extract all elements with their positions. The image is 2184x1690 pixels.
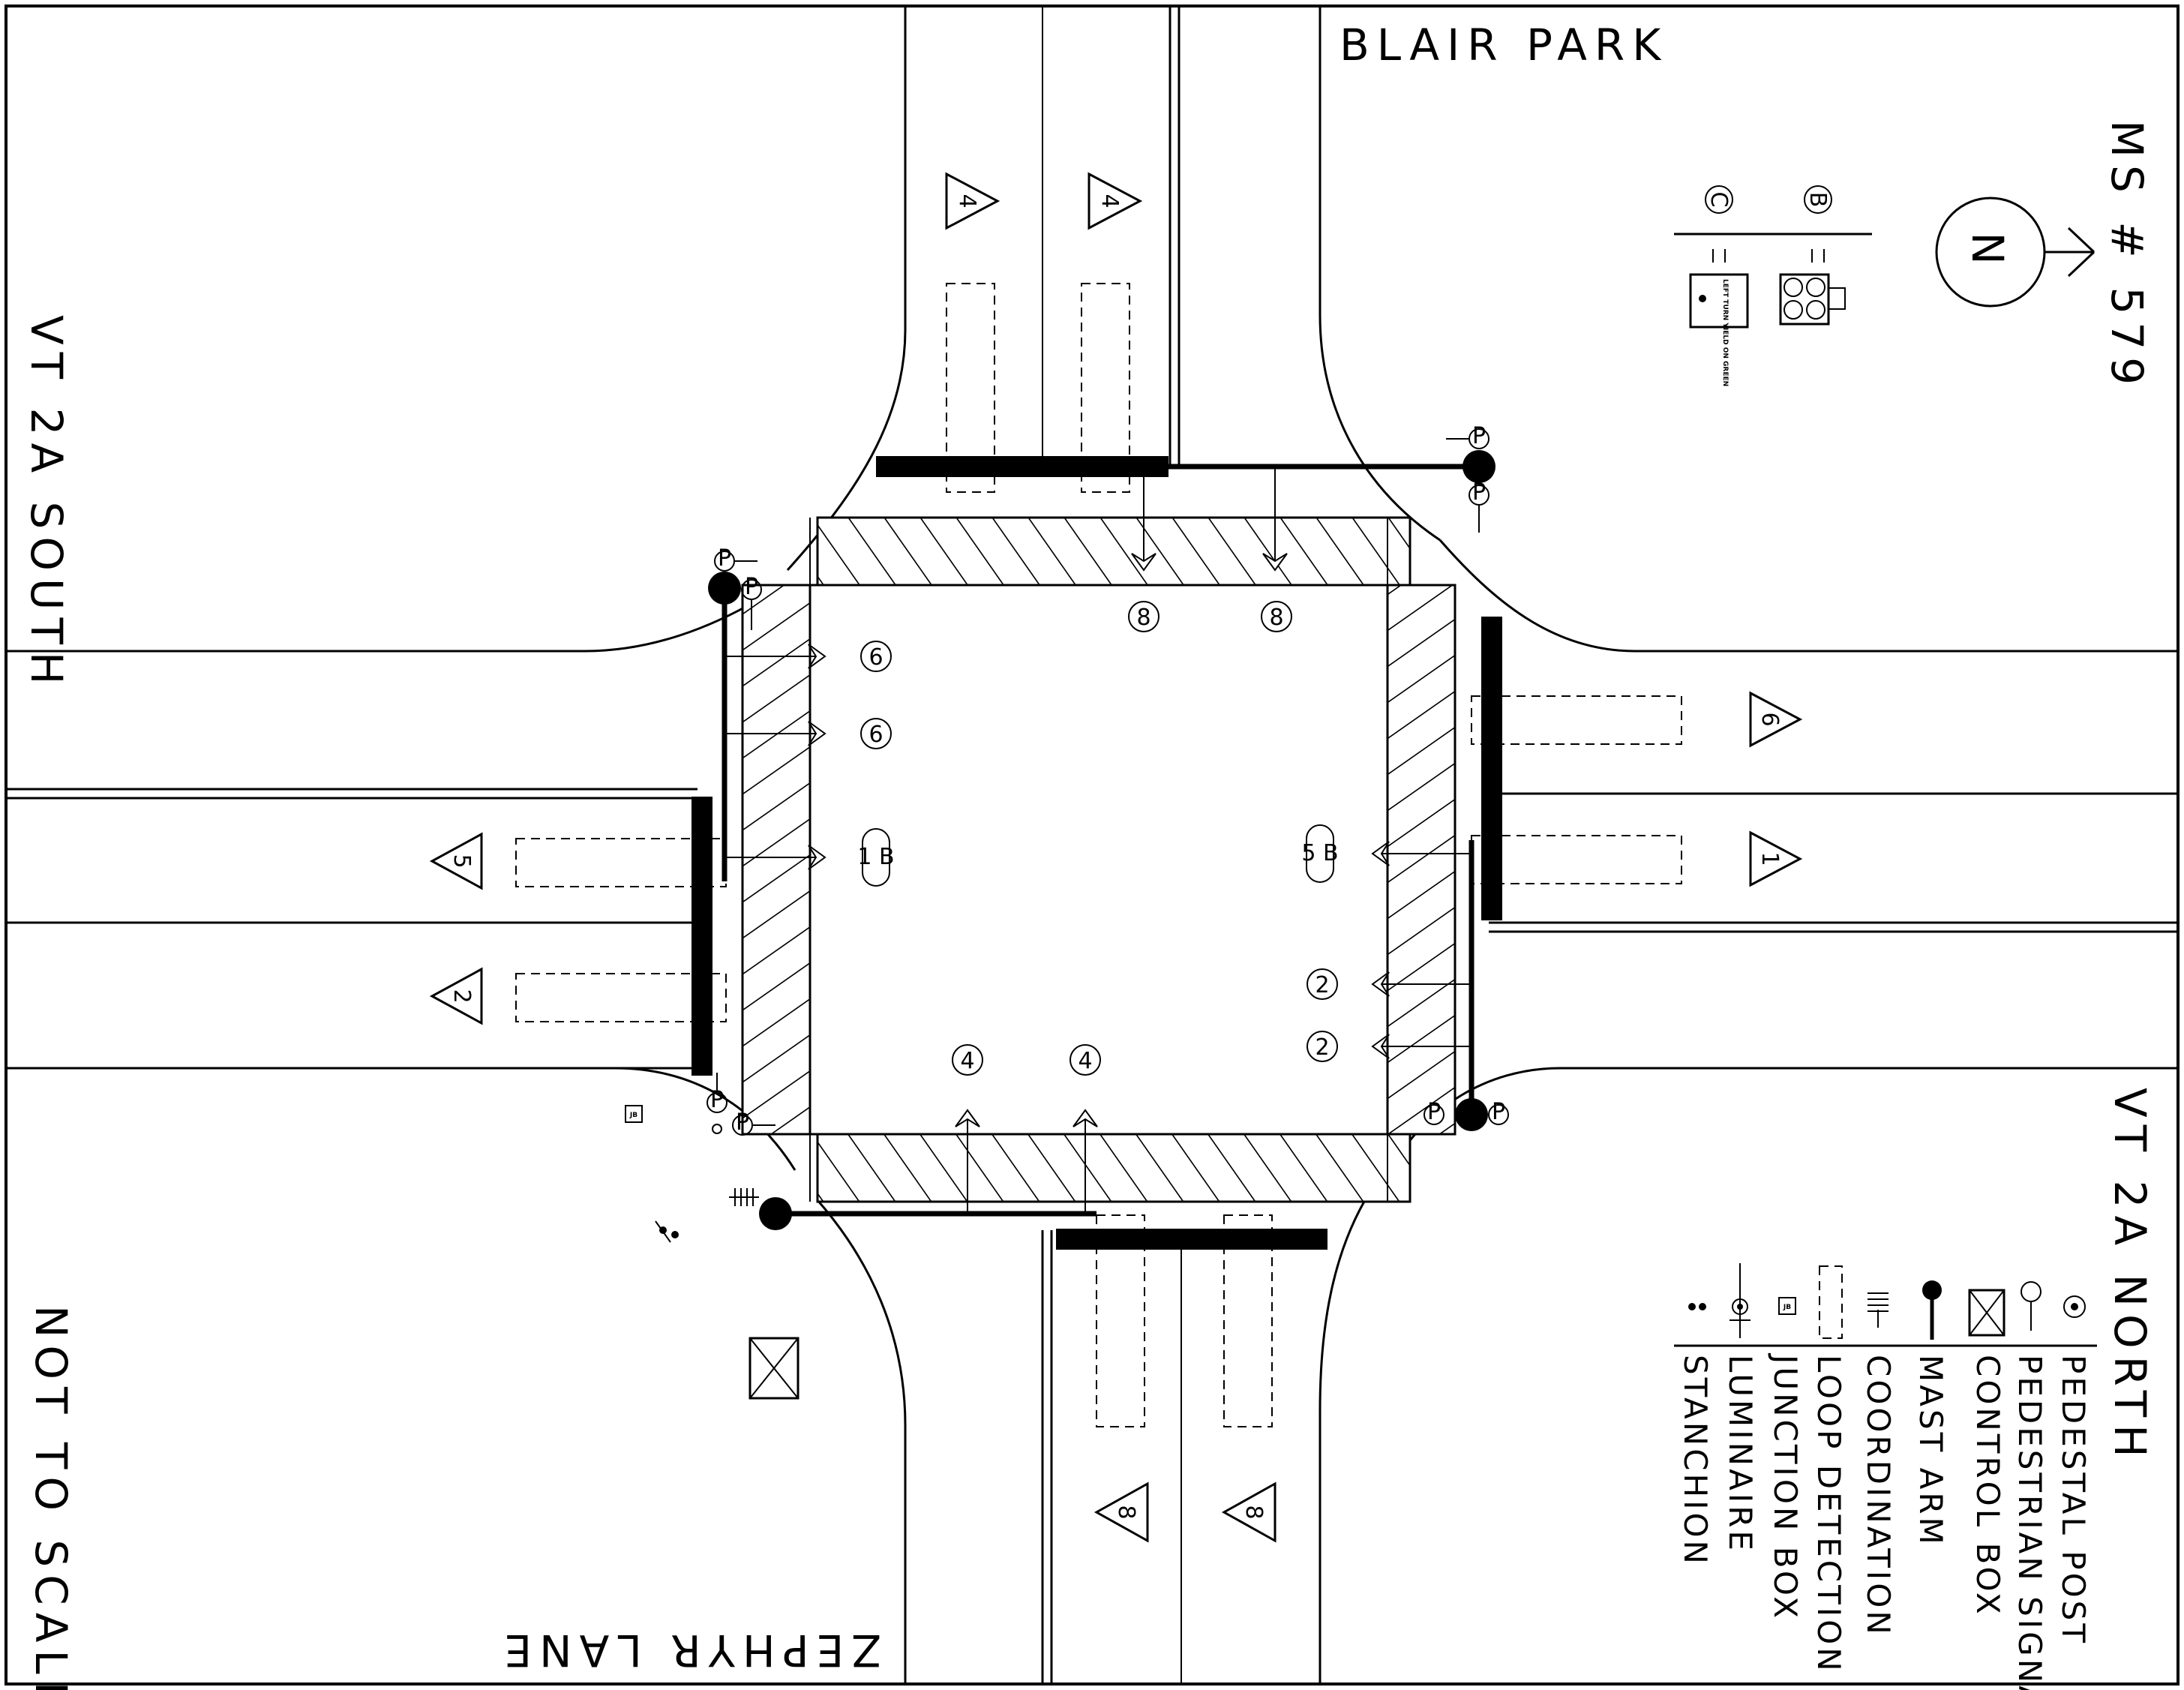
street-south-label: ZEPHYR LANE (497, 1625, 882, 1676)
north-arrow: N (1935, 197, 2096, 308)
head-b-symbol (1804, 185, 1832, 214)
legend-label-stanchion: STANCHION (1677, 1355, 1714, 1567)
pedestrian-signals: P P P P P P P P (706, 423, 1509, 1136)
legend-label-loop-detection: LOOP DETECTION (1810, 1355, 1847, 1674)
street-west-label: VT 2A SOUTH (21, 315, 72, 692)
phase-north-1: 4 (954, 194, 980, 208)
legend: JB PEDESTAL POST PEDESTRIAN SIGNAL CONTR… (1674, 1263, 2097, 1690)
ped-signal-nw-1: P (718, 545, 731, 572)
phase-west-2: 2 (448, 989, 475, 1003)
coordination-icon (729, 1188, 759, 1206)
road-edges (6, 6, 2178, 1684)
signal-label-s2: 4 (1078, 1048, 1092, 1074)
signal-heads: 8 8 6 6 1 B 5 B 2 2 4 (724, 467, 1470, 1214)
legend-icon-pedestal-post (2063, 1295, 2086, 1318)
ped-signal-sw-2: P (736, 1109, 749, 1136)
crosswalks (741, 516, 1456, 1203)
legend-icon-junction-box (1778, 1297, 1796, 1315)
street-east-label: VT 2A NORTH (2104, 1088, 2156, 1465)
phase-south-2: 8 (1240, 1505, 1267, 1519)
ped-signal-sw-1: P (710, 1087, 724, 1113)
signal-label-e3: 2 (1315, 1034, 1329, 1061)
signal-label-n1: 8 (1136, 605, 1150, 631)
legend-junction-box-label: JB (1783, 1304, 1791, 1311)
yield-sign-icon (1689, 273, 1749, 329)
legend-icon-stanchion (1688, 1303, 1706, 1310)
legend-label-pedestal-post: PEDESTAL POST (2055, 1355, 2092, 1646)
legend-label-coordination: COORDINATION (1860, 1355, 1897, 1637)
ped-signal-ne-2: P (1472, 479, 1486, 506)
junction-box-icon (625, 1105, 643, 1123)
page-border (4, 5, 2180, 1685)
loop-detectors (515, 283, 1682, 1427)
ped-signal-se-1: P (1492, 1099, 1505, 1125)
legend-icon-control-box (1968, 1289, 2006, 1337)
head-c-id: C (1706, 192, 1732, 208)
phase-east-2: 1 (1756, 851, 1783, 866)
map-id: MS # 579 (2102, 120, 2152, 392)
street-north-label: BLAIR PARK (1340, 20, 1668, 71)
signal-label-s1: 4 (960, 1048, 974, 1074)
field-equipment: JB (625, 1105, 800, 1400)
ped-signal-nw-2: P (745, 574, 758, 600)
legend-icon-luminaire (1730, 1263, 1750, 1338)
north-arrow-letter: N (1962, 232, 2013, 272)
legend-icon-coordination (1868, 1292, 1888, 1328)
head-c-caption: LEFT TURN YIELD ON GREEN (1721, 279, 1729, 386)
legend-label-mast-arm: MAST ARM (1912, 1355, 1949, 1547)
phase-east-1: 6 (1756, 712, 1783, 726)
stop-bars (692, 456, 1502, 1250)
signal-label-w3: 1 B (857, 844, 894, 870)
signal-label-w2: 6 (868, 722, 883, 748)
junction-box-label: JB (629, 1112, 638, 1119)
head-b-id: B (1804, 192, 1831, 208)
scale-note: NOT TO SCALE (26, 1305, 76, 1690)
ped-signal-ne-1: P (1472, 423, 1486, 449)
mast-arms (708, 450, 1496, 1230)
street-labels: BLAIR PARK VT 2A SOUTH VT 2A NORTH ZEPHY… (21, 20, 2156, 1690)
phase-markers: 4 4 6 1 5 2 8 8 (429, 172, 1803, 1543)
ped-signal-se-2: P (1427, 1099, 1441, 1125)
phase-north-2: 4 (1096, 194, 1123, 208)
legend-label-junction-box: JUNCTION BOX (1767, 1352, 1804, 1621)
signal-label-w1: 6 (868, 644, 883, 671)
control-box-icon (748, 1337, 800, 1400)
head-c-symbol (1705, 185, 1733, 214)
legend-label-control-box: CONTROL BOX (1970, 1355, 2006, 1617)
signal-label-e2: 2 (1315, 972, 1329, 998)
phase-west-1: 5 (448, 854, 475, 868)
stanchion-icon (655, 1220, 679, 1243)
signal-label-e1: 5 B (1301, 840, 1338, 866)
legend-label-pedestrian-signal: PEDESTRIAN SIGNAL (2012, 1355, 2048, 1690)
legend-icon-pedestrian-signal (2020, 1281, 2042, 1302)
legend-label-luminaire: LUMINAIRE (1722, 1355, 1759, 1553)
signal-label-n2: 8 (1269, 605, 1283, 631)
signal-head-key: C B LEFT TURN YIELD ON GREEN (1674, 185, 1872, 386)
phase-south-1: 8 (1113, 1505, 1139, 1519)
legend-icon-loop-detection (1819, 1265, 1843, 1339)
pedestal-post-icon (712, 1124, 722, 1134)
